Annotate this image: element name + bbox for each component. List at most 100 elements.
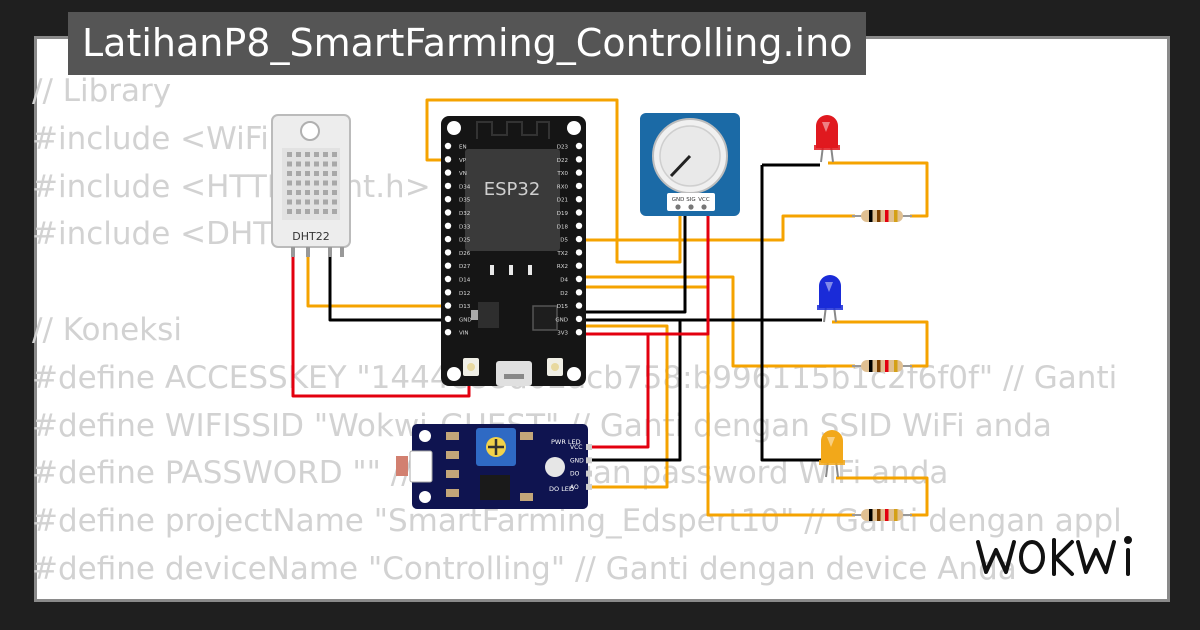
esp32-pin-tx0[interactable] bbox=[575, 169, 583, 176]
resistor[interactable] bbox=[852, 360, 912, 372]
esp32-pin-label: D34 bbox=[459, 184, 471, 190]
esp32-pin-d34[interactable] bbox=[444, 182, 452, 190]
esp32-pin-d32[interactable] bbox=[444, 209, 452, 216]
esp32-pin-label: VIN bbox=[459, 331, 469, 337]
esp32-pin-label: D14 bbox=[459, 278, 471, 284]
esp32-pin-label: D4 bbox=[560, 278, 568, 284]
wire-3v3-pot bbox=[578, 215, 710, 336]
esp32-pin-rx2[interactable] bbox=[575, 262, 583, 269]
esp32-pin-label: D5 bbox=[560, 238, 568, 244]
ldr-do-led-label: DO LED bbox=[549, 485, 574, 493]
ldr-pin-ao[interactable] bbox=[586, 483, 592, 490]
esp32-pin-label: D23 bbox=[557, 145, 569, 151]
ldr-pwr-led-label: PWR LED bbox=[551, 438, 581, 446]
esp32-pin-vin[interactable] bbox=[444, 329, 452, 336]
esp32-pin-label: GND bbox=[555, 317, 568, 323]
esp32-pin-d21[interactable] bbox=[575, 196, 583, 203]
esp32-pin-label: D35 bbox=[459, 198, 471, 204]
wire-ldr-gnd bbox=[588, 320, 682, 462]
red-led[interactable] bbox=[814, 115, 840, 163]
ldr-pin-do[interactable] bbox=[586, 470, 592, 477]
esp32-pin-d25[interactable] bbox=[444, 235, 452, 243]
code-line: #define WIFISSID "Wokwi-GUEST" // Ganti … bbox=[32, 407, 1052, 444]
wire-dht-d13 bbox=[306, 245, 446, 308]
esp32-pin-label: GND bbox=[459, 317, 472, 323]
resistor[interactable] bbox=[852, 509, 912, 521]
esp32-pin-d14[interactable] bbox=[444, 275, 452, 283]
wire-red-res bbox=[828, 161, 929, 218]
resistor[interactable] bbox=[852, 210, 912, 222]
wire-yellow-res bbox=[836, 476, 929, 517]
ldr-pin-gnd[interactable] bbox=[586, 457, 592, 464]
esp32-pin-label: D12 bbox=[459, 291, 470, 297]
esp32-pin-3v3[interactable] bbox=[575, 329, 583, 336]
wire-ldr-ao bbox=[578, 324, 669, 489]
wire-d2-yellow bbox=[578, 285, 855, 517]
esp32-pin-d19[interactable] bbox=[575, 209, 583, 216]
esp32-pin-label: EN bbox=[459, 145, 467, 151]
wire-blue-res bbox=[832, 320, 929, 368]
esp32-pin-d33[interactable] bbox=[444, 222, 452, 229]
dht22-label: DHT22 bbox=[292, 230, 329, 243]
esp32-pin-gnd[interactable] bbox=[575, 315, 583, 323]
esp32-pin-label: D19 bbox=[557, 211, 569, 217]
code-line: // Library bbox=[32, 73, 172, 109]
esp32-label: ESP32 bbox=[484, 179, 541, 200]
esp32-pin-tx2[interactable] bbox=[575, 249, 583, 256]
wire-vp-pot bbox=[425, 98, 682, 264]
pot-pin-gnd[interactable] bbox=[675, 204, 681, 210]
pot-pin-label: GND bbox=[672, 197, 685, 203]
ldr-pin-label: GND bbox=[570, 457, 584, 464]
esp32-pin-label: 3V3 bbox=[557, 331, 568, 337]
esp32-pin-d15[interactable] bbox=[575, 302, 583, 309]
dht22-sensor[interactable]: DHT22 bbox=[271, 114, 351, 257]
esp32-pin-d12[interactable] bbox=[444, 289, 452, 296]
esp32-pin-label: VP bbox=[459, 158, 467, 164]
esp32-pin-d18[interactable] bbox=[575, 222, 583, 229]
esp32-pin-label: D22 bbox=[557, 158, 568, 164]
esp32-pin-label: D18 bbox=[557, 224, 569, 230]
wire-dht-gnd bbox=[328, 245, 446, 322]
esp32-pin-label: D13 bbox=[459, 304, 471, 310]
esp32-pin-d26[interactable] bbox=[444, 249, 452, 256]
esp32-pin-d13[interactable] bbox=[444, 302, 452, 309]
esp32-pin-en[interactable] bbox=[444, 142, 452, 150]
esp32-pin-d23[interactable] bbox=[575, 142, 583, 150]
project-title: LatihanP8_SmartFarming_Controlling.ino bbox=[68, 12, 867, 75]
code-line: // Koneksi bbox=[32, 311, 182, 348]
wire-dht-vcc bbox=[291, 245, 471, 398]
esp32-pin-vp[interactable] bbox=[444, 156, 452, 163]
pot-pin-sig[interactable] bbox=[688, 204, 694, 210]
esp32-pin-d22[interactable] bbox=[575, 156, 583, 163]
esp32-pin-label: RX0 bbox=[557, 184, 569, 190]
esp32-pin-gnd[interactable] bbox=[444, 315, 452, 323]
wire-gnd-red bbox=[760, 165, 825, 462]
esp32-pin-label: TX0 bbox=[556, 171, 568, 177]
pot-pin-label: VCC bbox=[698, 197, 710, 203]
esp32-pin-d4[interactable] bbox=[575, 275, 583, 283]
wire-d5-red bbox=[578, 214, 855, 242]
esp32-pin-label: D33 bbox=[459, 224, 471, 230]
wire-ldr-vcc bbox=[588, 334, 650, 449]
esp32-pin-vn[interactable] bbox=[444, 169, 452, 176]
esp32-pin-label: D27 bbox=[459, 264, 471, 270]
esp32-pin-label: D2 bbox=[560, 291, 568, 297]
esp32-pin-rx0[interactable] bbox=[575, 182, 583, 190]
wokwi-logo bbox=[976, 536, 1132, 576]
blue-led[interactable] bbox=[817, 275, 843, 323]
esp32-pin-d35[interactable] bbox=[444, 196, 452, 203]
esp32-pin-label: D32 bbox=[459, 211, 470, 217]
ldr-pin-label: DO bbox=[570, 471, 580, 478]
esp32-pin-d5[interactable] bbox=[575, 235, 583, 243]
yellow-led[interactable] bbox=[819, 430, 845, 478]
ldr-pin-vcc[interactable] bbox=[586, 444, 592, 450]
esp32-pin-label: D25 bbox=[459, 238, 471, 244]
ldr-pin-label: VCC bbox=[570, 444, 582, 451]
pot-pin-vcc[interactable] bbox=[701, 204, 707, 210]
esp32-pin-d2[interactable] bbox=[575, 289, 583, 296]
esp32-pin-d27[interactable] bbox=[444, 262, 452, 269]
